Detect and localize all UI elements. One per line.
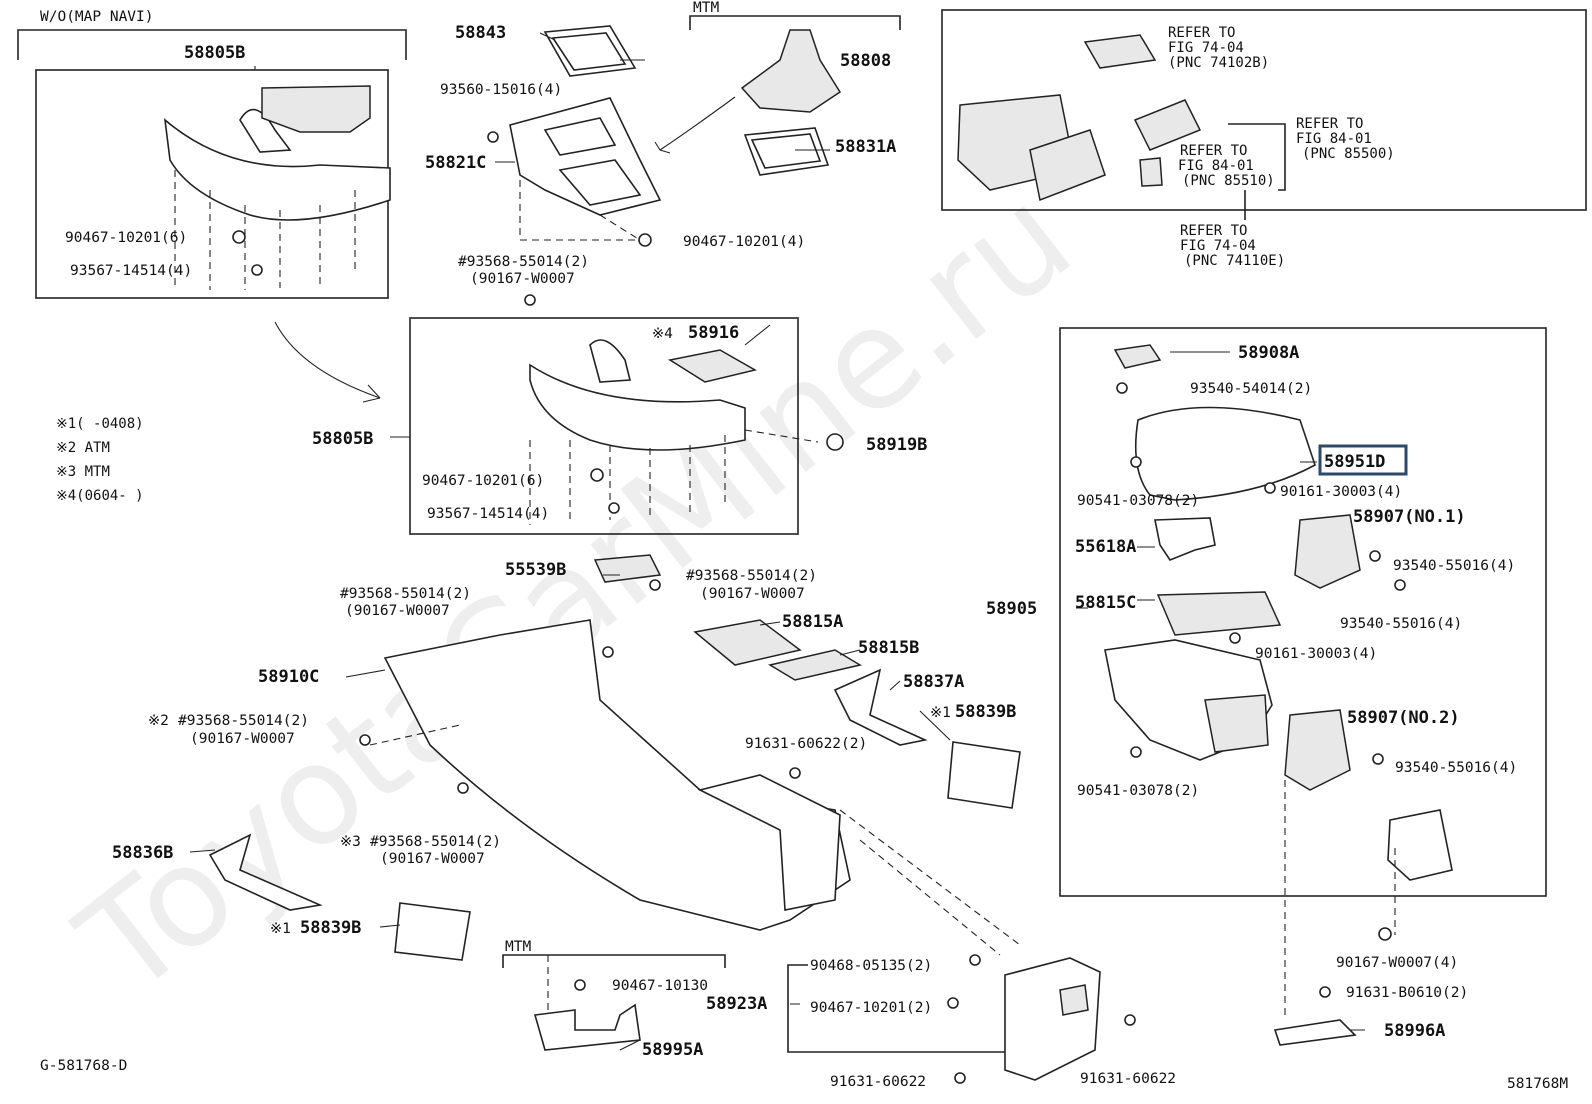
notes: ※1( -0408) ※2 ATM ※3 MTM ※4(0604- ) (56, 416, 144, 504)
refer-4-line-2[interactable]: FIG 74-04 (1180, 238, 1256, 254)
part-93540-55016-4-c[interactable]: 93540-55016(4) (1395, 760, 1517, 776)
part-58905[interactable]: 58905 (986, 599, 1037, 619)
part-90467-10201-4[interactable]: 90467-10201(4) (683, 234, 805, 250)
part-90167-W0007-4[interactable]: 90167-W0007(4) (1336, 955, 1458, 971)
part-91631-60622-2[interactable]: 91631-60622(2) (745, 736, 867, 752)
wo-map-navi-label: W/O(MAP NAVI) (40, 9, 154, 25)
part-58839B-b-mark: ※1 (270, 921, 291, 937)
part-93568-55014-2-d-mark: ※2 (148, 713, 169, 729)
part-58839B-a[interactable]: 58839B (955, 702, 1016, 722)
diagram-code-left: G-581768-D (40, 1058, 127, 1074)
part-58839B-b[interactable]: 58839B (300, 918, 361, 938)
part-90541-03078-2-b[interactable]: 90541-03078(2) (1077, 783, 1199, 799)
note-4: ※4(0604- ) (56, 488, 144, 504)
part-58916-mark: ※4 (652, 326, 673, 342)
part-90467-10201-6-a[interactable]: 90467-10201(6) (65, 230, 187, 246)
part-90167-W0007-e[interactable]: (90167-W0007 (380, 851, 485, 867)
part-93540-54014-2[interactable]: 93540-54014(2) (1190, 381, 1312, 397)
part-93560-15016-4[interactable]: 93560-15016(4) (440, 82, 562, 98)
part-58907-no2[interactable]: 58907(NO.2) (1347, 708, 1460, 728)
part-93568-55014-2-c[interactable]: #93568-55014(2) (340, 586, 471, 602)
frames (17, 9, 1587, 1053)
part-58815A[interactable]: 58815A (782, 612, 843, 632)
part-90161-30003-4-b[interactable]: 90161-30003(4) (1255, 646, 1377, 662)
part-90167-W0007-b[interactable]: (90167-W0007 (700, 586, 805, 602)
watermark: ToyotaCarMine.ru (50, 157, 1100, 1027)
refer-2-line-1[interactable]: REFER TO (1296, 116, 1363, 132)
part-55539B[interactable]: 55539B (505, 560, 566, 580)
part-58831A[interactable]: 58831A (835, 137, 896, 157)
note-1: ※1( -0408) (56, 416, 144, 432)
part-58843[interactable]: 58843 (455, 23, 506, 43)
note-3: ※3 MTM (56, 464, 110, 480)
part-numbers: 58805B 90467-10201(6) 93567-14514(4) 588… (65, 23, 1517, 1090)
mtm-top-label: MTM (693, 0, 719, 16)
part-91631-60622-a[interactable]: 91631-60622 (830, 1074, 926, 1090)
refer-2-line-2[interactable]: FIG 84-01 (1296, 131, 1372, 147)
part-90467-10201-6-b[interactable]: 90467-10201(6) (422, 473, 544, 489)
refer-1-line-2[interactable]: FIG 74-04 (1168, 40, 1244, 56)
part-90468-05135-2[interactable]: 90468-05135(2) (810, 958, 932, 974)
part-58923A[interactable]: 58923A (706, 994, 767, 1014)
part-58815B[interactable]: 58815B (858, 638, 919, 658)
part-90167-W0007-a[interactable]: (90167-W0007 (470, 271, 575, 287)
part-drawings (163, 25, 1453, 1084)
part-55618A[interactable]: 55618A (1075, 537, 1136, 557)
part-93568-55014-2-d[interactable]: #93568-55014(2) (178, 713, 309, 729)
selected-part-highlight (1318, 444, 1408, 476)
part-90467-10201-2[interactable]: 90467-10201(2) (810, 1000, 932, 1016)
part-58919B[interactable]: 58919B (866, 435, 927, 455)
part-58996A[interactable]: 58996A (1384, 1021, 1445, 1041)
part-90167-W0007-d[interactable]: (90167-W0007 (190, 731, 295, 747)
part-93568-55014-2-e-mark: ※3 (340, 834, 361, 850)
part-58907-no1[interactable]: 58907(NO.1) (1353, 507, 1466, 527)
refer-3-line-2[interactable]: FIG 84-01 (1178, 158, 1254, 174)
part-90161-30003-4-a[interactable]: 90161-30003(4) (1280, 484, 1402, 500)
part-58805B-mid[interactable]: 58805B (312, 429, 373, 449)
mtm-bottom-label: MTM (505, 939, 531, 955)
refer-1-line-3[interactable]: (PNC 74102B) (1168, 55, 1269, 71)
refer-3-line-1[interactable]: REFER TO (1180, 143, 1247, 159)
diagram-code-right: 581768M (1507, 1076, 1568, 1092)
part-90541-03078-2-a[interactable]: 90541-03078(2) (1077, 493, 1199, 509)
part-93568-55014-2-a[interactable]: #93568-55014(2) (458, 254, 589, 270)
refer-2-line-3[interactable]: (PNC 85500) (1302, 146, 1395, 162)
note-2: ※2 ATM (56, 440, 110, 456)
part-58837A[interactable]: 58837A (903, 672, 964, 692)
refer-3-line-3[interactable]: (PNC 85510) (1182, 173, 1275, 189)
part-93540-55016-4-a[interactable]: 93540-55016(4) (1393, 558, 1515, 574)
part-58808[interactable]: 58808 (840, 51, 891, 71)
part-58815C[interactable]: 58815C (1075, 593, 1136, 613)
part-93540-55016-4-b[interactable]: 93540-55016(4) (1340, 616, 1462, 632)
part-91631-B0610-2[interactable]: 91631-B0610(2) (1346, 985, 1468, 1001)
part-93568-55014-2-e[interactable]: #93568-55014(2) (370, 834, 501, 850)
part-58805B-top[interactable]: 58805B (184, 43, 245, 63)
part-93567-14514-4-b[interactable]: 93567-14514(4) (427, 506, 549, 522)
part-58995A[interactable]: 58995A (642, 1040, 703, 1060)
part-58836B[interactable]: 58836B (112, 843, 173, 863)
part-58908A[interactable]: 58908A (1238, 343, 1299, 363)
part-58910C[interactable]: 58910C (258, 667, 319, 687)
part-58951D[interactable]: 58951D (1324, 452, 1385, 472)
refer-1-line-1[interactable]: REFER TO (1168, 25, 1235, 41)
part-91631-60622-b[interactable]: 91631-60622 (1080, 1071, 1176, 1087)
part-90467-10130[interactable]: 90467-10130 (612, 978, 708, 994)
part-58839B-a-mark: ※1 (930, 705, 951, 721)
refer-4-line-3[interactable]: (PNC 74110E) (1184, 253, 1285, 269)
part-58821C[interactable]: 58821C (425, 153, 486, 173)
refer-box: REFER TO FIG 74-04 (PNC 74102B) REFER TO… (1168, 25, 1395, 269)
part-58916[interactable]: 58916 (688, 323, 739, 343)
part-90167-W0007-c[interactable]: (90167-W0007 (345, 603, 450, 619)
refer-4-line-1[interactable]: REFER TO (1180, 223, 1247, 239)
part-93567-14514-4-a[interactable]: 93567-14514(4) (70, 263, 192, 279)
part-93568-55014-2-b[interactable]: #93568-55014(2) (686, 568, 817, 584)
